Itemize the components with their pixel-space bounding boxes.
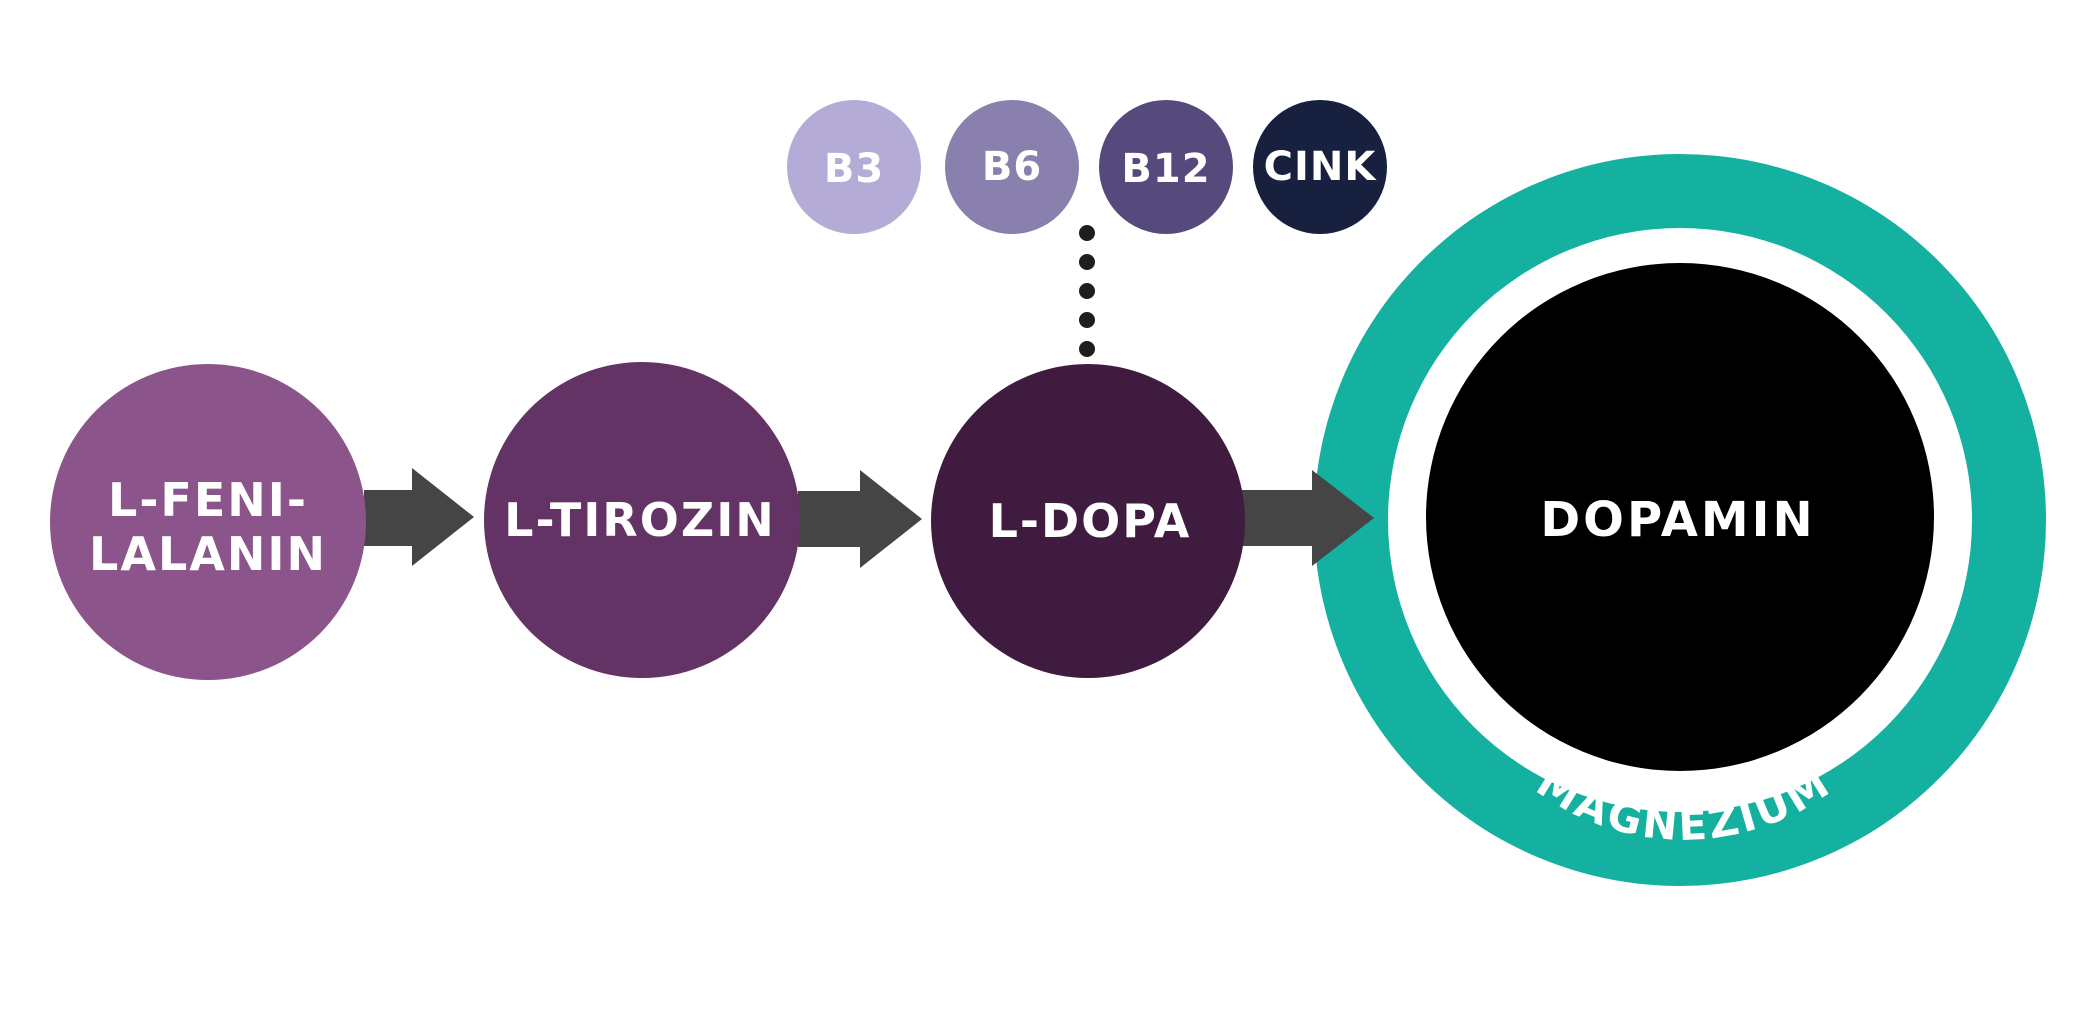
step-l-tirozin: L-TIROZIN	[484, 362, 800, 678]
step-l-fenilalanin-label-line1: L-FENI-	[108, 473, 308, 527]
cofactor-b3-label: B3	[824, 146, 884, 192]
cofactor-cink-label: CINK	[1264, 144, 1378, 190]
arrow-1	[364, 468, 474, 566]
arrow-2	[798, 470, 922, 568]
step-l-dopa: L-DOPA	[931, 364, 1245, 678]
cofactor-b6-label: B6	[982, 144, 1042, 190]
step-l-fenilalanin: L-FENI- LALANIN	[50, 364, 366, 680]
cofactor-cink: CINK	[1253, 100, 1387, 234]
step-l-tirozin-label: L-TIROZIN	[504, 493, 776, 547]
cofactor-connector-dots	[1079, 225, 1095, 357]
cofactor-b6: B6	[945, 100, 1079, 234]
step-dopamin-label: DOPAMIN	[1540, 492, 1815, 548]
arrow-3	[1240, 470, 1374, 566]
step-dopamin: DOPAMIN	[1426, 263, 1934, 771]
step-l-fenilalanin-label-line2: LALANIN	[89, 527, 327, 581]
cofactor-b12-label: B12	[1121, 146, 1210, 192]
step-l-dopa-label: L-DOPA	[989, 494, 1192, 548]
cofactor-b12: B12	[1099, 100, 1233, 234]
cofactor-b3: B3	[787, 100, 921, 234]
